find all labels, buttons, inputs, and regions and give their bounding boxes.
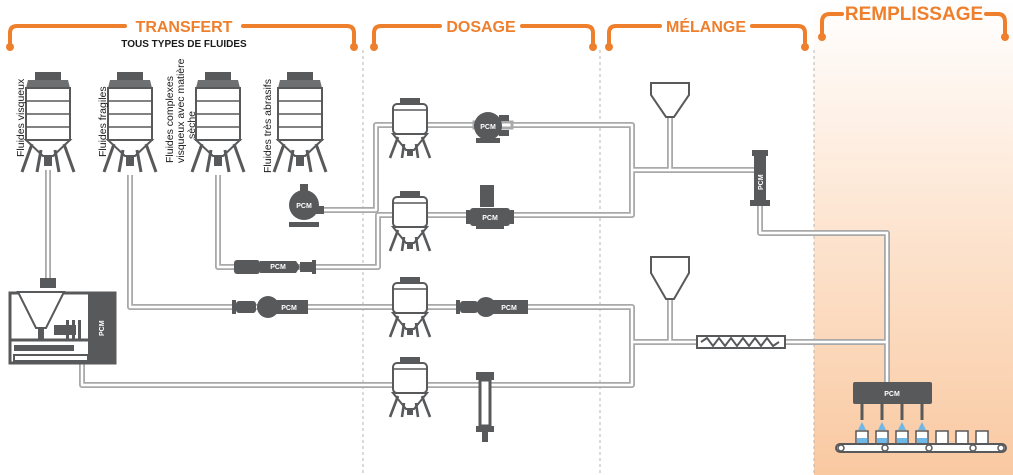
pcm-pump-icon: PCM xyxy=(232,296,308,318)
tank-icon xyxy=(388,96,432,160)
tank-icon xyxy=(272,70,328,174)
svg-text:PCM: PCM xyxy=(99,320,106,336)
tank-label: Fluides complexes visqueux avec matière … xyxy=(164,56,198,163)
tank-icon xyxy=(190,70,246,174)
svg-text:PCM: PCM xyxy=(758,174,765,190)
pcm-pump-icon: PCM xyxy=(289,184,324,227)
tank-label: Fluides fragiles xyxy=(97,86,109,157)
mixer-machine-icon: PCM xyxy=(8,278,117,365)
tank-label: Fluides très abrasifs xyxy=(262,79,274,173)
pcm-pump-icon: PCM xyxy=(750,150,770,206)
section-dividers xyxy=(362,50,815,475)
svg-text:PCM: PCM xyxy=(281,305,297,312)
section-subtitle-transfert: TOUS TYPES DE FLUIDES xyxy=(121,39,247,50)
pcm-pump-icon xyxy=(476,372,494,442)
section-braces xyxy=(8,12,1007,48)
tank-label: Fluides visqueux xyxy=(15,78,27,157)
tank-icon xyxy=(102,70,158,174)
filling-machine-icon: PCM xyxy=(835,382,1007,453)
pcm-pump-icon: PCM xyxy=(466,185,514,229)
svg-text:PCM: PCM xyxy=(501,305,517,312)
hopper-icon xyxy=(650,256,690,300)
hopper-icon xyxy=(650,82,690,118)
section-title-melange: MÉLANGE xyxy=(666,17,746,36)
svg-text:PCM: PCM xyxy=(884,391,900,398)
section-title-remplissage: REMPLISSAGE xyxy=(845,4,983,25)
svg-text:PCM: PCM xyxy=(480,124,496,131)
brace-dots xyxy=(6,33,1009,51)
tank-icon xyxy=(388,275,432,339)
pcm-pump-icon: PCM xyxy=(456,297,528,317)
pcm-pump-icon: PCM xyxy=(472,112,514,143)
tank-icon xyxy=(20,70,76,174)
svg-text:PCM: PCM xyxy=(270,264,286,271)
section-title-transfert: TRANSFERT xyxy=(136,19,233,36)
mixer-icon xyxy=(696,335,786,349)
section-title-dosage: DOSAGE xyxy=(446,19,516,36)
pcm-pump-icon: PCM xyxy=(234,260,316,274)
svg-text:PCM: PCM xyxy=(482,215,498,222)
tank-icon xyxy=(388,355,432,419)
tank-icon xyxy=(388,189,432,253)
svg-text:PCM: PCM xyxy=(296,203,312,210)
